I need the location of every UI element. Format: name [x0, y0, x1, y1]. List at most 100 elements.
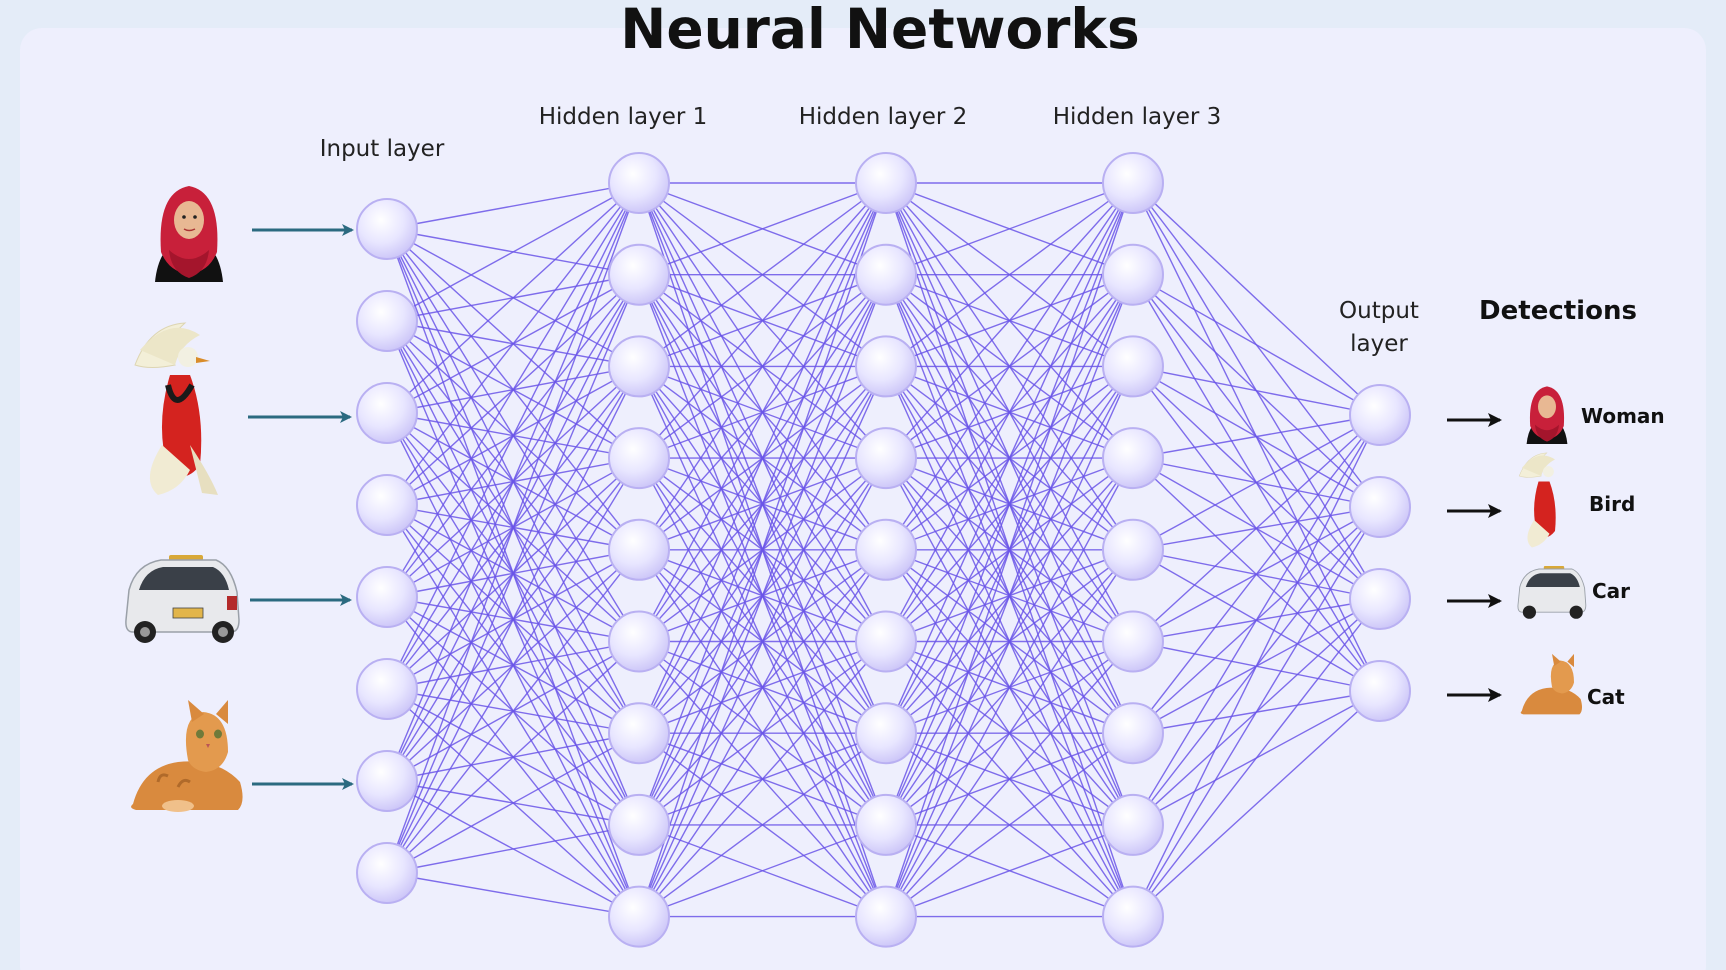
connection-l3-n8-to-l4-n2 — [1132, 598, 1381, 918]
hidden3-neuron-2 — [1102, 243, 1164, 306]
hidden1-neuron-8 — [608, 793, 670, 856]
hidden1-neuron-4 — [608, 427, 670, 490]
connection-l1-n4-to-l2-n0 — [638, 182, 887, 551]
detection-label-woman: Woman — [1581, 404, 1665, 428]
cat-icon — [1520, 653, 1583, 715]
output-neuron-1 — [1349, 384, 1411, 446]
connection-l3-n8-to-l4-n1 — [1132, 506, 1381, 917]
connection-l0-n7-to-l1-n3 — [386, 457, 640, 874]
connection-l0-n4-to-l1-n0 — [386, 182, 640, 598]
hidden1-neuron-2 — [608, 243, 670, 306]
hidden1-neuron-5 — [608, 518, 670, 581]
connection-l3-n4-to-l4-n0 — [1132, 414, 1381, 551]
connection-l3-n3-to-l4-n0 — [1132, 414, 1381, 459]
hidden1-neuron-7 — [608, 702, 670, 765]
input-neuron-3 — [356, 382, 418, 444]
connection-l1-n8-to-l2-n0 — [638, 182, 887, 917]
hidden2-neuron-9 — [855, 885, 917, 948]
connection-l2-n8-to-l3-n4 — [885, 549, 1134, 917]
connection-l0-n7-to-l1-n8 — [386, 872, 640, 918]
connection-l1-n8-to-l2-n7 — [638, 824, 887, 918]
connection-l2-n4-to-l3-n0 — [885, 182, 1134, 551]
output-layer-label-line2: layer — [1350, 331, 1408, 357]
connection-l1-n1-to-l2-n0 — [638, 182, 887, 276]
input-neuron-5 — [356, 566, 418, 628]
connection-l1-n7-to-l2-n0 — [638, 182, 887, 826]
connection-l3-n8-to-l4-n0 — [1132, 414, 1381, 917]
hidden-layer-3-label: Hidden layer 3 — [1053, 104, 1222, 130]
hidden2-neuron-5 — [855, 518, 917, 581]
connection-l2-n5-to-l3-n0 — [885, 182, 1134, 642]
connection-l2-n8-to-l3-n6 — [885, 732, 1134, 918]
hidden1-neuron-1 — [608, 152, 670, 214]
connection-l0-n7-to-l1-n6 — [386, 732, 640, 874]
connection-l2-n8-to-l3-n0 — [885, 182, 1134, 917]
connection-l0-n7-to-l1-n1 — [386, 274, 640, 874]
connection-l1-n8-to-l2-n3 — [638, 457, 887, 917]
detection-label-bird: Bird — [1589, 492, 1635, 516]
output-layer-label-line1: Output — [1339, 298, 1419, 324]
hidden3-neuron-9 — [1102, 885, 1164, 948]
connection-l2-n8-to-l3-n5 — [885, 641, 1134, 918]
panel-background — [20, 28, 1706, 970]
page-title: Neural Networks — [620, 0, 1139, 61]
input-layer-label: Input layer — [320, 136, 445, 162]
connection-l3-n5-to-l4-n0 — [1132, 414, 1381, 643]
connection-l0-n1-to-l1-n0 — [386, 182, 640, 322]
connection-l0-n6-to-l1-n0 — [386, 182, 640, 782]
output-neuron-4 — [1349, 660, 1411, 722]
connection-l0-n7-to-l1-n4 — [386, 549, 640, 874]
input-neuron-6 — [356, 658, 418, 720]
connection-l2-n3-to-l3-n0 — [885, 182, 1134, 459]
connection-l1-n2-to-l2-n0 — [638, 182, 887, 367]
hidden3-neuron-5 — [1102, 518, 1164, 581]
connection-l2-n6-to-l3-n0 — [885, 182, 1134, 734]
hidden3-neuron-1 — [1102, 152, 1164, 214]
hidden2-neuron-7 — [855, 702, 917, 765]
connection-l2-n7-to-l3-n0 — [885, 182, 1134, 826]
cat-icon — [131, 700, 243, 812]
detection-label-cat: Cat — [1587, 685, 1625, 709]
connection-l0-n7-to-l1-n0 — [386, 182, 640, 874]
connection-l0-n7-to-l1-n5 — [386, 640, 640, 874]
input-neuron-1 — [356, 198, 418, 260]
connection-l1-n3-to-l2-n0 — [638, 182, 887, 459]
output-neuron-2 — [1349, 476, 1411, 538]
detections-title: Detections — [1479, 296, 1637, 326]
input-neuron-7 — [356, 750, 418, 812]
hidden2-neuron-4 — [855, 427, 917, 490]
connection-l1-n8-to-l2-n1 — [638, 274, 887, 917]
connection-l3-n7-to-l4-n0 — [1132, 414, 1381, 826]
connection-l3-n1-to-l4-n0 — [1132, 274, 1381, 416]
connection-l2-n8-to-l3-n2 — [885, 366, 1134, 917]
input-neuron-4 — [356, 474, 418, 536]
hidden3-neuron-3 — [1102, 335, 1164, 398]
connection-l3-n6-to-l4-n0 — [1132, 414, 1381, 734]
car-icon — [1517, 566, 1587, 619]
connection-l2-n8-to-l3-n1 — [885, 274, 1134, 917]
input-neuron-8 — [356, 842, 418, 904]
hidden3-neuron-7 — [1102, 702, 1164, 765]
output-neuron-3 — [1349, 568, 1411, 630]
hidden-layer-2-label: Hidden layer 2 — [799, 104, 968, 130]
hidden3-neuron-4 — [1102, 427, 1164, 490]
woman-icon — [155, 186, 223, 282]
connection-l1-n8-to-l2-n2 — [638, 366, 887, 917]
detection-label-car: Car — [1592, 579, 1630, 603]
hidden1-neuron-3 — [608, 335, 670, 398]
hidden-layer-1-label: Hidden layer 1 — [539, 104, 708, 130]
connection-l0-n2-to-l1-n0 — [386, 182, 640, 414]
hidden2-neuron-3 — [855, 335, 917, 398]
hidden3-neuron-8 — [1102, 793, 1164, 856]
connection-l0-n3-to-l1-n0 — [386, 182, 640, 506]
hidden2-neuron-2 — [855, 243, 917, 306]
hidden3-neuron-6 — [1102, 610, 1164, 673]
connections — [386, 182, 1381, 918]
connection-l0-n5-to-l1-n0 — [386, 182, 640, 690]
connection-l0-n7-to-l1-n7 — [386, 824, 640, 874]
connection-l2-n8-to-l3-n3 — [885, 457, 1134, 917]
bird-icon — [1518, 452, 1556, 548]
connection-l1-n8-to-l2-n5 — [638, 641, 887, 918]
hidden1-neuron-6 — [608, 610, 670, 673]
woman-icon — [1526, 386, 1568, 444]
